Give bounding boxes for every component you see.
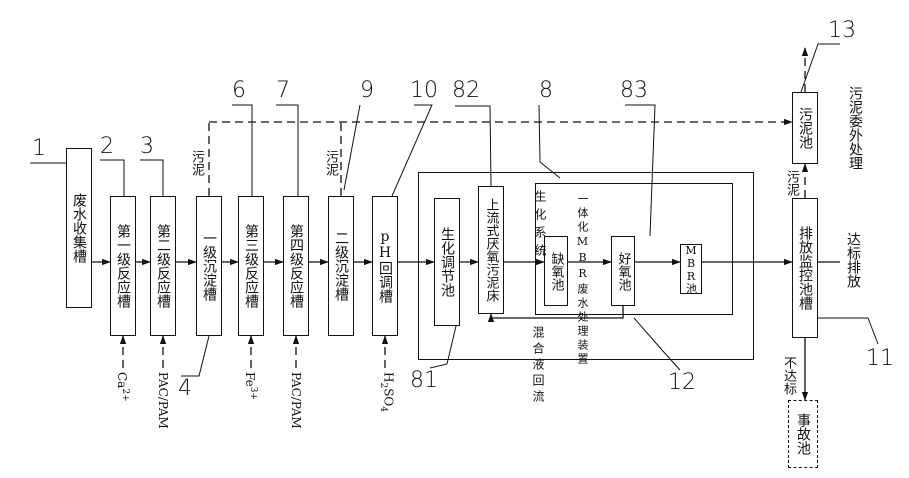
reaction-tank-2-label: 第二级反应槽 (155, 224, 171, 308)
biochem-system-frame (418, 172, 754, 360)
callout-4: 4 (178, 376, 192, 401)
mbr-tank: MBR池 (680, 244, 702, 294)
reaction-tank-2: 第二级反应槽 (150, 196, 176, 336)
reaction-tank-1: 第一级反应槽 (110, 196, 136, 336)
reagent-pac-pam-1: PAC/PAM (156, 372, 170, 429)
callout-82: 82 (452, 78, 480, 103)
mbr-tank-label: MBR池 (684, 244, 698, 294)
ph-adjust-tank: pH回调槽 (372, 196, 398, 336)
reagent-fe-charge: 3+ (248, 386, 258, 401)
sedimentation-tank-2: 二级沉淀槽 (328, 196, 354, 336)
uasb-reactor-label: 上流式厌氧污泥床 (483, 198, 499, 302)
reagent-h2so4-h-sub: 2 (378, 382, 388, 389)
mixed-liquor-return (487, 306, 624, 323)
reagent-dosing-lines (119, 335, 389, 368)
callout-12: 12 (668, 370, 696, 395)
noncompliant-label: 不达标 (781, 356, 796, 395)
callout-9: 9 (360, 78, 374, 103)
anoxic-tank-label: 缺氧池 (548, 251, 564, 291)
waste-collection-tank-label: 废水收集槽 (71, 193, 87, 263)
reagent-ca-charge: 2+ (120, 388, 130, 402)
reagent-h2so4-h: H (381, 372, 396, 383)
sludge-lines (208, 47, 809, 198)
callout-3: 3 (140, 134, 154, 159)
compliant-discharge-label: 达标排放 (845, 232, 861, 288)
sludge-tank-label: 污泥池 (797, 107, 813, 149)
discharge-monitoring-tank: 排放监控池槽 (792, 198, 818, 338)
reagent-ca: Ca2+ (115, 372, 130, 402)
callout-8: 8 (539, 78, 553, 103)
reagent-fe-base: Fe (243, 372, 257, 387)
callout-1: 1 (32, 136, 46, 161)
reaction-tank-1-label: 第一级反应槽 (115, 224, 131, 308)
mbr-unit-label: 一体化MBR废水处理装置 (576, 193, 589, 367)
reaction-tank-3: 第三级反应槽 (238, 196, 264, 336)
reagent-pac-pam-2: PAC/PAM (289, 372, 303, 429)
sedimentation-tank-1-label: 一级沉淀槽 (201, 231, 217, 301)
reagent-h2so4: H2SO4 (378, 372, 396, 412)
discharge-monitoring-tank-label: 排放监控池槽 (797, 226, 813, 310)
callout-leaders (30, 43, 879, 377)
sludge-label-discharge: 污泥 (784, 170, 799, 196)
callout-7: 7 (276, 78, 290, 103)
sludge-label-s1: 污泥 (189, 150, 204, 176)
sedimentation-tank-1: 一级沉淀槽 (196, 196, 222, 336)
callout-11: 11 (866, 346, 894, 371)
accident-tank: 事故池 (788, 400, 818, 468)
biochem-equalization-tank-label: 生化调节池 (439, 227, 455, 297)
sludge-outsourced-label: 污泥委外处理 (847, 86, 863, 170)
accident-tank-label: 事故池 (795, 413, 811, 455)
waste-collection-tank: 废水收集槽 (66, 148, 92, 308)
mixed-liquor-return-label: 混合液回流 (531, 326, 545, 406)
reagent-fe: Fe3+ (243, 372, 258, 401)
reagent-ca-base: Ca (115, 372, 129, 389)
uasb-reactor: 上流式厌氧污泥床 (478, 186, 504, 314)
reaction-tank-4: 第四级反应槽 (283, 196, 309, 336)
aerobic-tank: 好氧池 (611, 236, 635, 306)
reaction-tank-4-label: 第四级反应槽 (288, 224, 304, 308)
reaction-tank-3-label: 第三级反应槽 (243, 224, 259, 308)
callout-13: 13 (828, 18, 856, 43)
sludge-label-s2: 污泥 (323, 150, 338, 176)
biochem-equalization-tank: 生化调节池 (434, 198, 460, 326)
callout-83: 83 (620, 78, 648, 103)
callout-2: 2 (100, 134, 114, 159)
callout-81: 81 (410, 368, 438, 393)
sludge-tank: 污泥池 (792, 92, 818, 164)
biochem-system-label: 生化系统 (533, 190, 547, 262)
reagent-h2so4-so: SO (381, 388, 396, 407)
anoxic-tank: 缺氧池 (544, 236, 568, 306)
callout-6: 6 (232, 78, 246, 103)
aerobic-tank-label: 好氧池 (615, 251, 631, 291)
reagent-h2so4-so-sub: 4 (378, 406, 388, 412)
ph-adjust-tank-label: pH回调槽 (377, 229, 393, 303)
callout-10: 10 (410, 78, 438, 103)
sedimentation-tank-2-label: 二级沉淀槽 (333, 231, 349, 301)
mbr-unit-frame (535, 183, 733, 315)
